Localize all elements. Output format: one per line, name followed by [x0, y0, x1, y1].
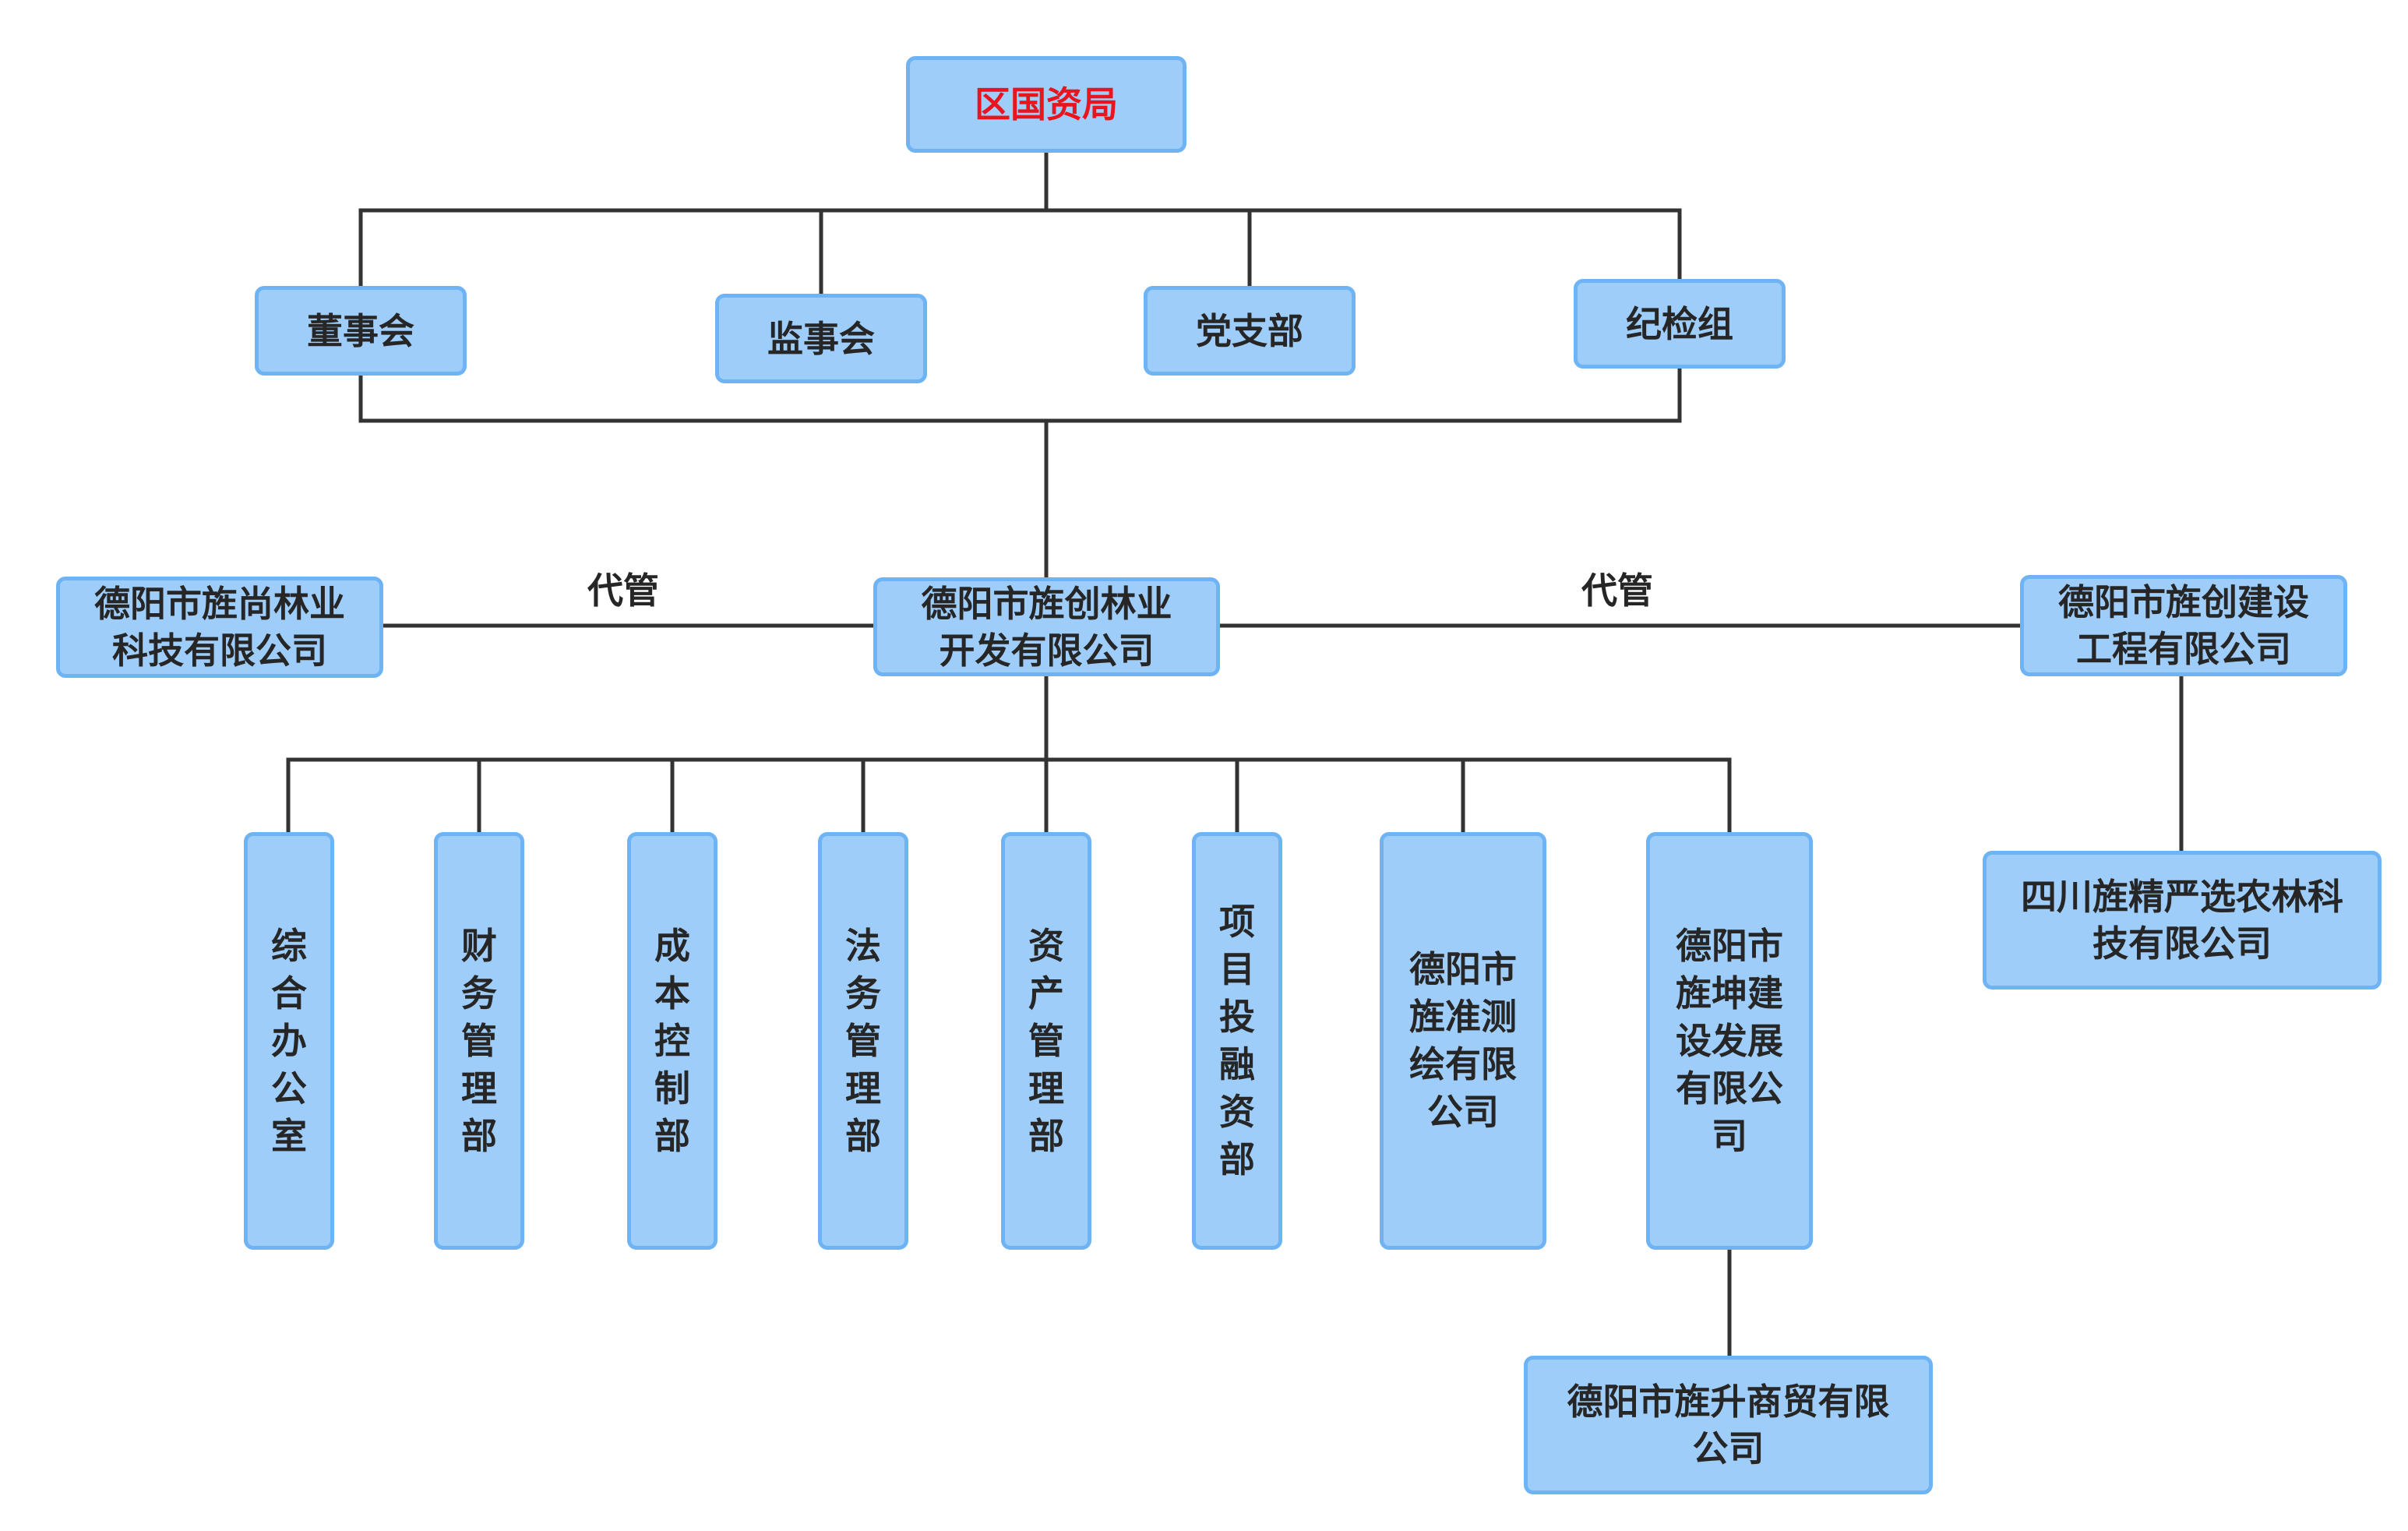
left-company-node: 德阳市旌尚林业 科技有限公司: [56, 577, 383, 678]
edge-label-left: 代管: [587, 570, 659, 612]
board-node: 董事会: [255, 286, 467, 376]
main-company-label: 德阳市旌创林业 开发有限公司: [921, 582, 1172, 672]
discipline-group-label: 纪检组: [1626, 302, 1733, 345]
department-label: 法 务 管 理 部: [845, 924, 881, 1157]
bottom-subsidiary-label: 德阳市旌升商贸有限 公司: [1567, 1381, 1890, 1469]
right-subsidiary-node: 四川旌精严选农林科 技有限公司: [1983, 851, 2382, 990]
department-cost-control: 成 本 控 制 部: [627, 832, 717, 1250]
subsidiary-kun-construction: 德阳市 旌坤建 设发展 有限公 司: [1646, 832, 1813, 1250]
department-label: 财 务 管 理 部: [461, 924, 497, 1157]
main-company-node: 德阳市旌创林业 开发有限公司: [873, 577, 1220, 676]
department-finance: 财 务 管 理 部: [434, 832, 524, 1250]
discipline-group-node: 纪检组: [1574, 279, 1786, 369]
subsidiary-surveying: 德阳市 旌准测 绘有限 公司: [1380, 832, 1546, 1250]
department-general-office: 综 合 办 公 室: [244, 832, 334, 1250]
subsidiary-label: 德阳市 旌准测 绘有限 公司: [1409, 948, 1517, 1133]
department-label: 综 合 办 公 室: [271, 924, 307, 1157]
edge-label-right: 代管: [1581, 570, 1653, 612]
board-label: 董事会: [307, 309, 414, 352]
bottom-subsidiary-node: 德阳市旌升商贸有限 公司: [1524, 1356, 1933, 1494]
subsidiary-label: 德阳市 旌坤建 设发展 有限公 司: [1676, 924, 1783, 1157]
department-legal: 法 务 管 理 部: [818, 832, 908, 1250]
party-branch-label: 党支部: [1196, 309, 1303, 352]
department-label: 项 目 投 融 资 部: [1219, 901, 1255, 1180]
department-assets: 资 产 管 理 部: [1001, 832, 1091, 1250]
department-label: 成 本 控 制 部: [654, 924, 690, 1157]
root-label: 区国资局: [975, 83, 1118, 125]
root-node: 区国资局: [906, 56, 1186, 153]
department-label: 资 产 管 理 部: [1028, 924, 1064, 1157]
right-company-node: 德阳市旌创建设 工程有限公司: [2020, 575, 2347, 676]
supervisors-label: 监事会: [767, 317, 875, 360]
right-subsidiary-label: 四川旌精严选农林科 技有限公司: [2021, 876, 2343, 965]
right-company-label: 德阳市旌创建设 工程有限公司: [2058, 581, 2309, 670]
department-investment-financing: 项 目 投 融 资 部: [1192, 832, 1282, 1250]
supervisors-node: 监事会: [715, 294, 927, 383]
left-company-label: 德阳市旌尚林业 科技有限公司: [94, 583, 345, 672]
party-branch-node: 党支部: [1144, 286, 1356, 376]
